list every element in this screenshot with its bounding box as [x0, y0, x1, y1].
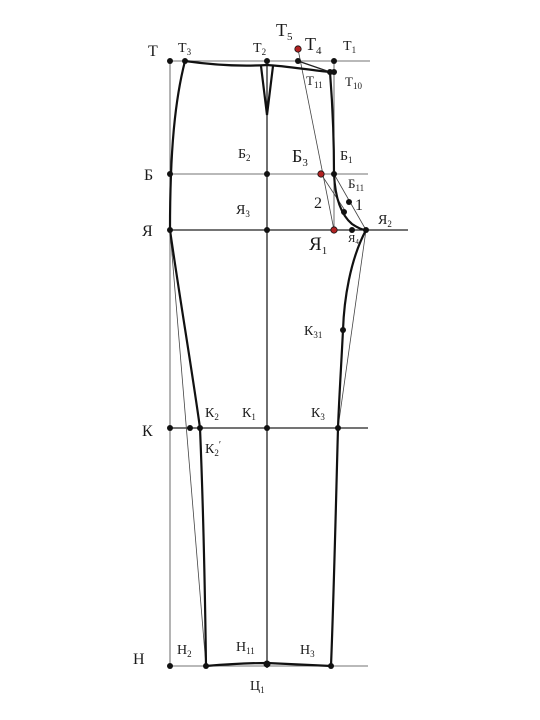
label-T2: Т2 — [253, 41, 266, 57]
aux-inseam-guide — [337, 229, 367, 429]
fly-edge — [297, 60, 331, 73]
point-H — [167, 663, 173, 669]
point-2 — [341, 209, 347, 215]
point-K1 — [264, 425, 270, 431]
point-Ya — [167, 227, 173, 233]
label-T1: Т1 — [343, 39, 356, 55]
label-K3: К3 — [311, 406, 325, 422]
label-H11: Н11 — [236, 640, 255, 656]
label-B11: Б11 — [348, 176, 364, 193]
label-H3: Н3 — [300, 643, 315, 659]
aux-diagonal-front — [320, 173, 347, 213]
label-K2: К2 — [205, 406, 219, 422]
fly-front-line — [328, 71, 367, 232]
label-2: 2 — [314, 195, 322, 212]
label-H: Н — [133, 651, 145, 668]
point-B3 — [317, 170, 325, 178]
point-T4 — [295, 58, 301, 64]
label-T10: Т10 — [345, 74, 362, 91]
label-Ya2: Я2 — [378, 213, 392, 229]
label-T11: Т11 — [306, 73, 323, 90]
aux-diagonal-upper — [297, 48, 335, 231]
label-K31: К31 — [304, 324, 322, 340]
label-T4: Т4 — [305, 34, 322, 57]
construction-points — [167, 45, 369, 669]
label-H2: Н2 — [177, 643, 192, 659]
inseam — [329, 229, 367, 667]
label-B1: Б1 — [340, 149, 353, 165]
point-K2 — [197, 425, 203, 431]
point-T10 — [331, 69, 337, 75]
point-H11 — [263, 660, 271, 668]
label-B2: Б2 — [238, 147, 251, 163]
label-1: 1 — [355, 197, 363, 214]
point-T3 — [182, 58, 188, 64]
label-T: Т — [148, 43, 158, 60]
label-K2-prime: К2′ — [205, 440, 221, 458]
label-T3: Т3 — [178, 41, 192, 57]
label-Ya1: Я1 — [309, 234, 327, 257]
point-B2 — [264, 171, 270, 177]
point-T — [167, 58, 173, 64]
construction-lines — [169, 48, 408, 668]
point-Ya2 — [363, 227, 369, 233]
label-B3: Б3 — [292, 146, 308, 169]
label-Ya3: Я3 — [236, 203, 250, 219]
point-K3 — [335, 425, 341, 431]
point-Ya4 — [349, 227, 355, 233]
point-H2 — [203, 663, 209, 669]
dart — [259, 65, 275, 116]
point-labels: Т Т3 Т2 Т5 Т4 Т1 Т11 Т10 Б Б2 Б3 Б1 Б11 … — [133, 20, 392, 695]
point-Ya3 — [264, 227, 270, 233]
point-B1 — [331, 171, 337, 177]
pattern-outline — [168, 59, 367, 668]
point-T5 — [294, 45, 302, 53]
waist-contour — [184, 59, 331, 74]
point-T2 — [264, 58, 270, 64]
point-Ya1 — [330, 226, 338, 234]
aux-side-diagonal — [169, 229, 207, 667]
point-K2p — [187, 425, 193, 431]
label-K1: К1 — [242, 406, 256, 422]
label-Ya: Я — [142, 223, 153, 240]
label-Ya4: Я4 — [348, 233, 359, 246]
point-T1 — [331, 58, 337, 64]
side-seam — [168, 60, 208, 667]
label-C1: Ц1 — [250, 679, 265, 695]
point-K31 — [340, 327, 346, 333]
label-B: Б — [144, 167, 153, 184]
point-B — [167, 171, 173, 177]
point-1 — [346, 199, 352, 205]
point-H3 — [328, 663, 334, 669]
point-K — [167, 425, 173, 431]
label-T5: Т5 — [276, 20, 293, 43]
label-K: К — [142, 423, 153, 440]
